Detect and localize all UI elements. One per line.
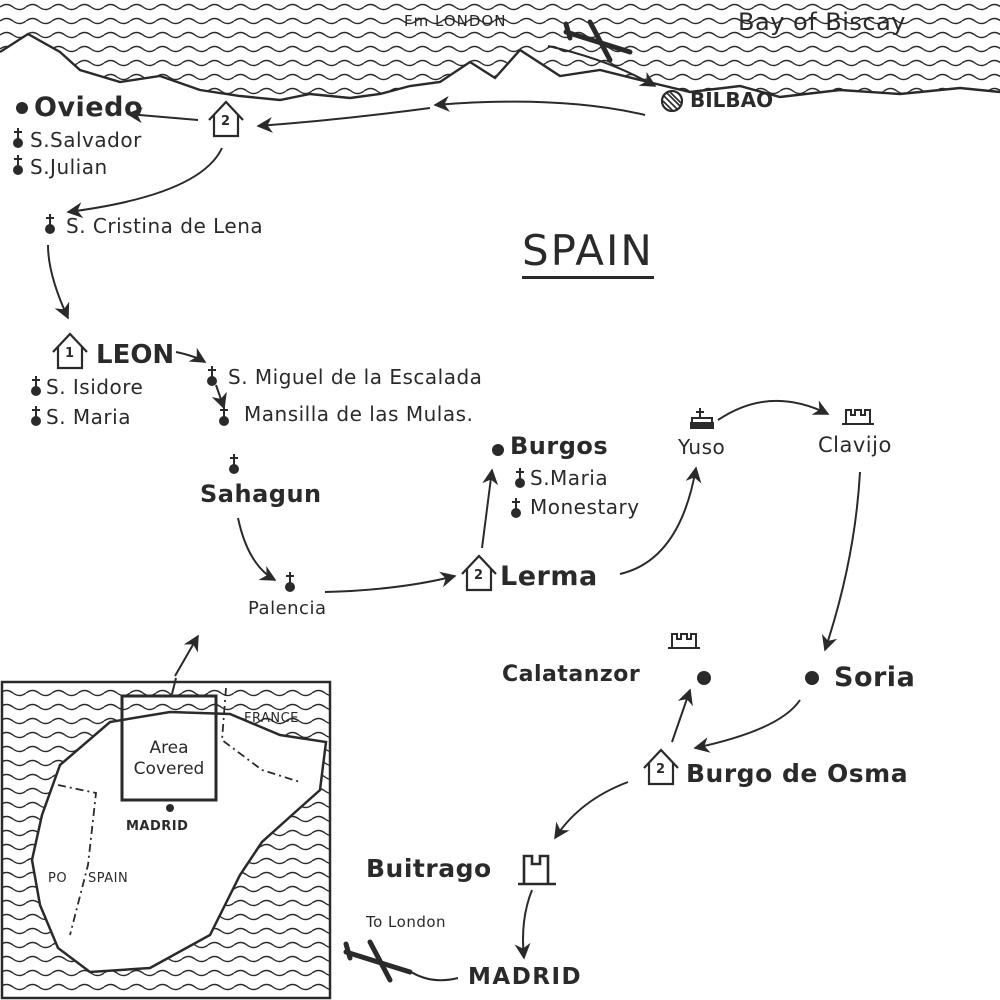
town-dot-icon xyxy=(492,444,504,456)
church-icon xyxy=(218,405,230,427)
travel-route xyxy=(47,45,861,960)
burgo-de-osma-label: Burgo de Osma xyxy=(686,759,909,788)
bay-of-biscay-sea xyxy=(0,0,1000,102)
route-line-to-london xyxy=(407,969,459,982)
bilbao-port-icon xyxy=(660,89,684,113)
burgos-label: Burgos xyxy=(510,432,609,460)
inset-madrid-label: MADRID xyxy=(126,819,189,834)
town-dot-icon xyxy=(16,102,28,114)
burgo-de-osma-stay-badge: 2 xyxy=(656,762,666,777)
inset-portugal-label: PO xyxy=(48,871,68,886)
church-icon xyxy=(514,467,526,489)
madrid-label: MADRID xyxy=(468,964,583,990)
palencia-label: Palencia xyxy=(248,598,327,619)
sahagun-label: Sahagun xyxy=(200,480,322,508)
castle-icon xyxy=(841,409,875,425)
church-icon xyxy=(206,365,218,387)
inset-map xyxy=(0,677,332,1000)
church-icon xyxy=(30,375,42,397)
lerma-stay-badge: 2 xyxy=(474,568,484,583)
buitrago-label: Buitrago xyxy=(366,854,492,883)
leon-label: LEON xyxy=(96,340,175,370)
inset-spain-label: SPAIN xyxy=(88,871,129,886)
castle-icon xyxy=(518,854,556,886)
mansilla-label: Mansilla de las Mulas. xyxy=(244,402,474,426)
sea-label: Bay of Biscay xyxy=(738,8,907,36)
plane-icon xyxy=(346,942,410,980)
s-julian-label: S.Julian xyxy=(30,155,108,179)
town-dot-icon xyxy=(805,671,819,685)
church-icon xyxy=(284,571,296,593)
map-title: SPAIN xyxy=(522,230,654,279)
s-isidore-label: S. Isidore xyxy=(46,375,144,399)
s-cristina-label: S. Cristina de Lena xyxy=(66,214,264,238)
church-icon xyxy=(12,127,24,149)
s-salvador-label: S.Salvador xyxy=(30,128,142,152)
leon-stay-badge: 1 xyxy=(65,346,75,361)
flight-out-label: To London xyxy=(366,913,447,931)
oviedo-stay-badge: 2 xyxy=(221,114,231,129)
castle-icon xyxy=(667,633,701,649)
lerma-label: Lerma xyxy=(500,561,598,592)
church-icon xyxy=(12,154,24,176)
monastery-icon xyxy=(690,408,714,429)
town-dots xyxy=(16,102,819,685)
church-icon xyxy=(30,405,42,427)
oviedo-label: Oviedo xyxy=(34,92,143,123)
church-icon xyxy=(228,453,240,475)
s-maria-burgos-label: S.Maria xyxy=(530,466,609,490)
clavijo-label: Clavijo xyxy=(818,433,892,457)
calatanzor-label: Calatanzor xyxy=(502,662,641,687)
soria-label: Soria xyxy=(834,662,916,693)
church-icon xyxy=(44,213,56,235)
s-miguel-label: S. Miguel de la Escalada xyxy=(228,365,483,389)
yuso-label: Yuso xyxy=(678,435,726,459)
inset-france-label: FRANCE xyxy=(244,711,299,726)
monastery-label: Monestary xyxy=(530,495,640,519)
flight-in-label: Fm LONDON xyxy=(404,12,507,30)
bilbao-label: BILBAO xyxy=(690,88,774,112)
church-icon xyxy=(510,497,522,519)
inset-area-covered-label: Area Covered xyxy=(133,738,205,780)
town-dot-icon xyxy=(697,671,711,685)
s-maria-leon-label: S. Maria xyxy=(46,405,131,429)
